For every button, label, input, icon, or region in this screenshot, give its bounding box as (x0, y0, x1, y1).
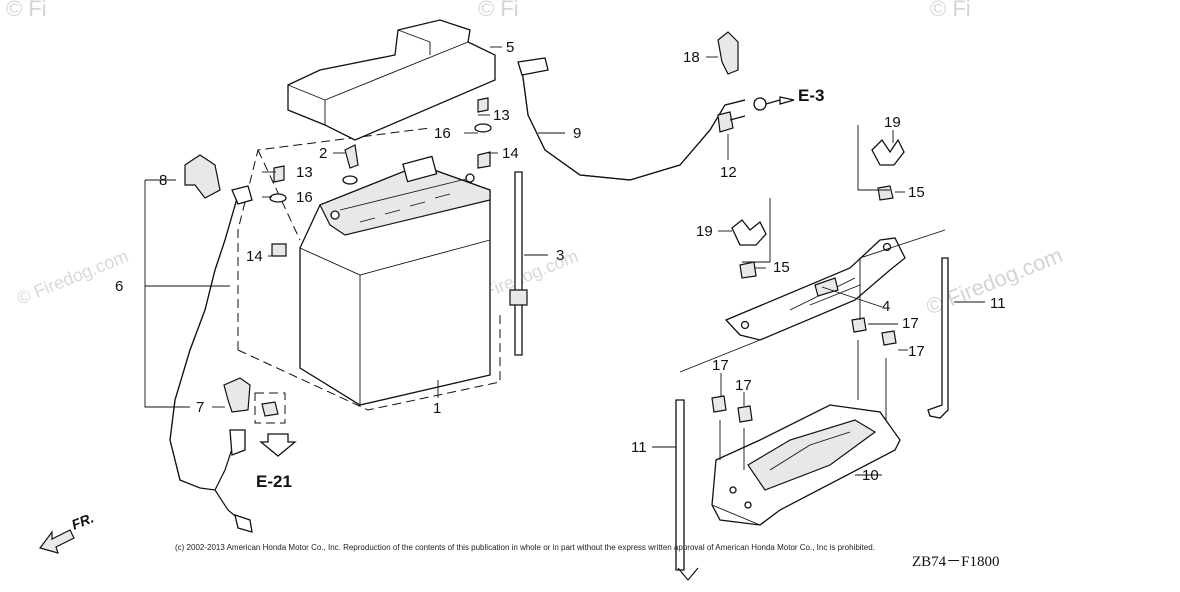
watermark-group: © Fi © Fi © Fi © Firedog.com © Firedog.c… (6, 0, 1066, 320)
ref-label-e3: E-3 (798, 86, 824, 105)
nut-e21-area (254, 392, 297, 457)
front-label: FR. (69, 509, 96, 532)
reference-labels: E-3 E-21 (256, 86, 824, 491)
cable-positive (517, 57, 795, 181)
battery-holder (724, 237, 906, 341)
part-label-17-a: 17 (902, 315, 919, 332)
battery-tray (711, 404, 901, 526)
part-label-4: 4 (882, 298, 890, 315)
part-label-14-left: 14 (246, 248, 263, 265)
watermark-left: © Firedog.com (14, 246, 131, 309)
front-arrow-icon (38, 529, 75, 554)
bolts-nuts (711, 138, 905, 423)
battery-cover (287, 19, 496, 141)
part-label-10: 10 (862, 467, 879, 484)
part-label-7: 7 (196, 399, 204, 416)
part-label-3: 3 (556, 247, 564, 264)
small-parts (717, 31, 746, 133)
part-label-15-top: 15 (908, 184, 925, 201)
part-label-16-left: 16 (296, 189, 313, 206)
watermark-top-right: © Fi (930, 0, 971, 21)
battery (299, 155, 491, 406)
leader-lines (144, 46, 985, 476)
part-label-14-top: 14 (502, 145, 519, 162)
part-label-17-c: 17 (712, 357, 729, 374)
terminal-hardware (269, 97, 492, 257)
part-label-15-mid: 15 (773, 259, 790, 276)
part-label-18: 18 (683, 49, 700, 66)
part-label-1: 1 (433, 400, 441, 417)
breather-tube (509, 171, 528, 356)
drawing-code: ZB74－F1800 (912, 554, 1000, 570)
part-label-9: 9 (573, 125, 581, 142)
ref-label-e21: E-21 (256, 472, 292, 491)
part-label-5: 5 (506, 39, 514, 56)
part-label-11-right: 11 (990, 295, 1006, 312)
part-label-16-top: 16 (434, 125, 451, 142)
part-label-19-left: 19 (696, 223, 713, 240)
part-label-13-top: 13 (493, 107, 510, 124)
hold-down-rods (675, 257, 949, 581)
watermark-top-mid: © Fi (478, 0, 519, 21)
footer: (c) 2002-2013 American Honda Motor Co., … (175, 543, 1000, 570)
part-label-17-b: 17 (908, 343, 925, 360)
part-label-17-d: 17 (735, 377, 752, 394)
part-label-8: 8 (159, 172, 167, 189)
part-labels: 5 1 3 9 8 6 7 2 13 16 14 16 13 14 18 12 … (115, 39, 1006, 484)
cable-negative (169, 154, 253, 533)
part-label-19-top: 19 (884, 114, 901, 131)
watermark-top-left: © Fi (6, 0, 47, 21)
part-label-13-left: 13 (296, 164, 313, 181)
part-label-12: 12 (720, 164, 737, 181)
front-direction-marker: FR. (38, 509, 96, 554)
part-label-2: 2 (319, 145, 327, 162)
copyright-notice: (c) 2002-2013 American Honda Motor Co., … (175, 543, 875, 552)
part-label-11-left: 11 (631, 439, 647, 456)
part-label-6: 6 (115, 278, 123, 295)
